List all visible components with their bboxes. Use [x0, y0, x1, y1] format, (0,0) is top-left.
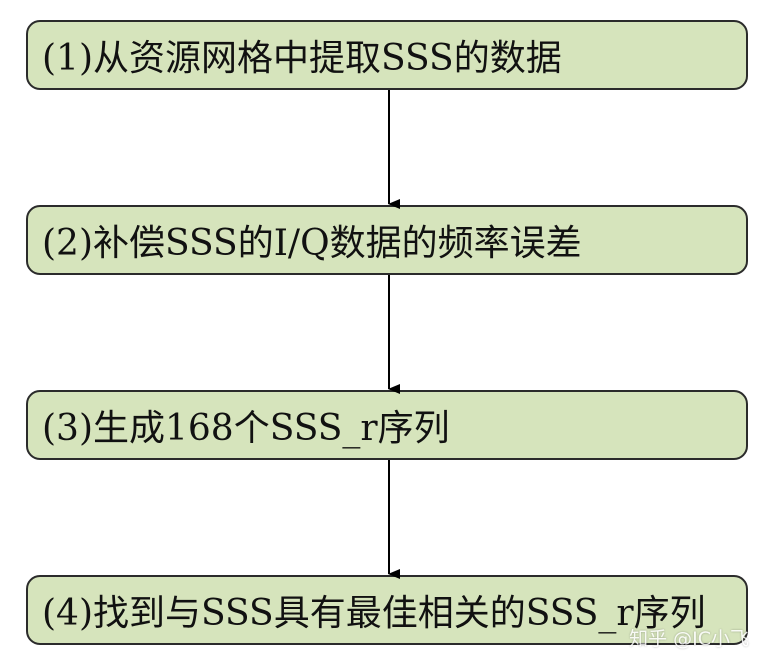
step-4-box: (4)找到与SSS具有最佳相关的SSS_r序列 — [26, 575, 748, 645]
step-2-box: (2)补偿SSS的I/Q数据的频率误差 — [26, 205, 748, 275]
step-2-label: (2)补偿SSS的I/Q数据的频率误差 — [42, 223, 582, 264]
step-1-label: (1)从资源网格中提取SSS的数据 — [42, 38, 562, 79]
step-3-label: (3)生成168个SSS_r序列 — [42, 408, 450, 449]
step-1-box: (1)从资源网格中提取SSS的数据 — [26, 20, 748, 90]
step-4-label: (4)找到与SSS具有最佳相关的SSS_r序列 — [42, 593, 706, 634]
step-3-box: (3)生成168个SSS_r序列 — [26, 390, 748, 460]
watermark: 知乎 @IC小飞 — [629, 628, 749, 650]
